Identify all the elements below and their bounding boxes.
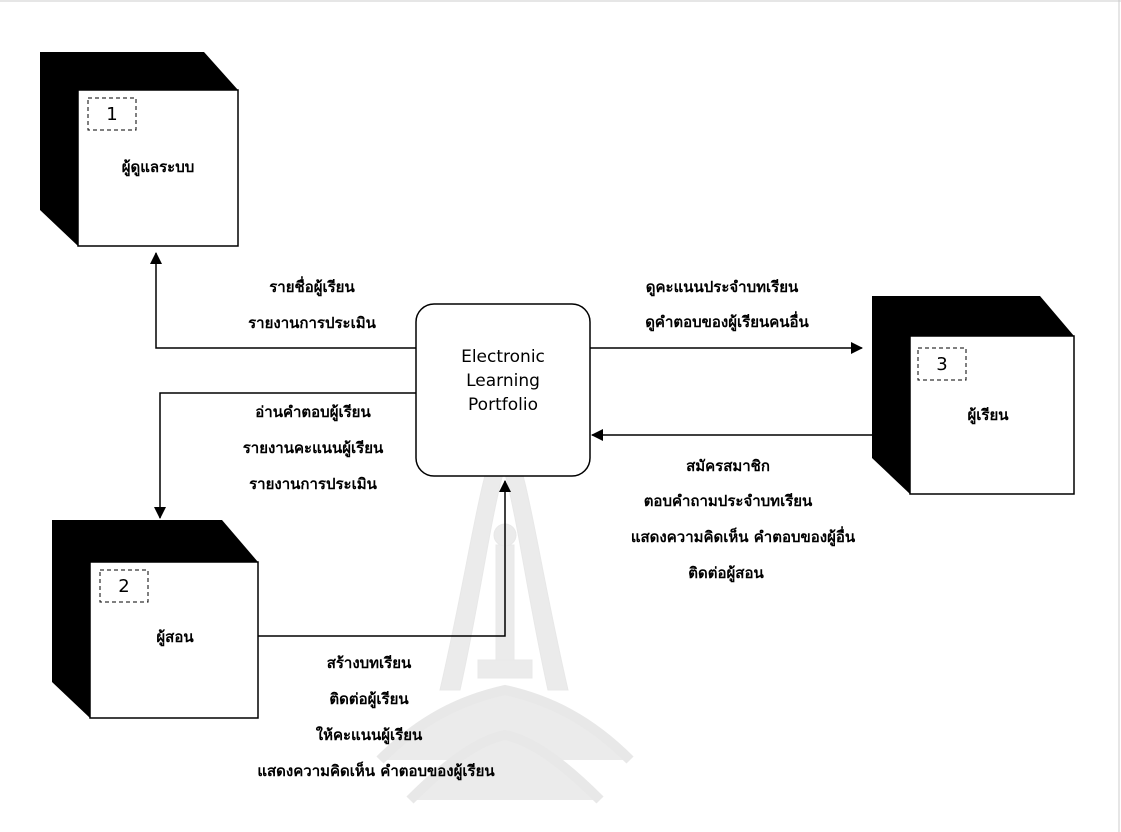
entity-teacher-number: 2 [118,576,129,597]
process-label-line-1: Electronic [461,347,545,367]
entity-admin-number-box [87,97,137,131]
flow-from-learner-labels: สมัครสมาชิก ตอบคำถามประจำบทเรียน แสดงควา… [631,457,856,583]
flow-label: ดูคะแนนประจำบทเรียน [646,278,799,297]
flow-label: แสดงความคิดเห็น คำตอบของผู้เรียน [257,761,495,781]
entity-admin: 1 ผู้ดูแลระบบ [40,52,239,247]
flow-to-teacher-labels: อ่านคำตอบผู้เรียน รายงานคะแนนผู้เรียน รา… [243,403,384,493]
flow-label: สร้างบทเรียน [327,654,412,672]
flow-from-teacher-labels: สร้างบทเรียน ติดต่อผู้เรียน ให้คะแนนผู้เ… [257,654,495,781]
flow-label: ดูคำตอบของผู้เรียนคนอื่น [645,311,809,332]
entity-admin-number: 1 [106,104,117,125]
entity-teacher-name: ผู้สอน [156,628,194,647]
entity-learner: 3 ผู้เรียน [872,296,1075,495]
flow-label: ให้คะแนนผู้เรียน [316,726,423,745]
flow-to-learner-labels: ดูคะแนนประจำบทเรียน ดูคำตอบของผู้เรียนคน… [645,278,809,332]
flow-from-teacher-connector [258,480,511,637]
flow-label: รายงานการประเมิน [249,475,377,493]
entity-admin-name: ผู้ดูแลระบบ [122,158,195,177]
flow-label: แสดงความคิดเห็น คำตอบของผู้อื่น [631,526,856,547]
entity-teacher-number-box [99,569,149,603]
process-label-line-2: Learning [466,371,540,391]
flow-label: รายงานคะแนนผู้เรียน [243,439,384,458]
entity-learner-number-box [917,347,967,381]
watermark-emblem [376,439,634,804]
process-label-line-3: Portfolio [468,395,538,415]
flow-label: ติดต่อผู้เรียน [329,690,409,709]
flow-to-admin-connector [150,252,416,349]
flow-label: รายชื่อผู้เรียน [269,276,355,297]
flow-to-admin-labels: รายชื่อผู้เรียน รายงานการประเมิน [248,276,376,332]
flow-label: สมัครสมาชิก [686,457,770,475]
flow-label: อ่านคำตอบผู้เรียน [255,403,371,422]
flow-label: รายงานการประเมิน [248,314,376,332]
entity-teacher: 2 ผู้สอน [52,520,259,719]
flow-label: ติดต่อผู้สอน [688,564,764,583]
process-box [415,303,591,477]
entity-learner-number: 3 [936,354,947,375]
entity-learner-name: ผู้เรียน [967,406,1009,425]
flow-label: ตอบคำถามประจำบทเรียน [644,492,813,510]
flow-to-teacher-connector [154,392,416,519]
